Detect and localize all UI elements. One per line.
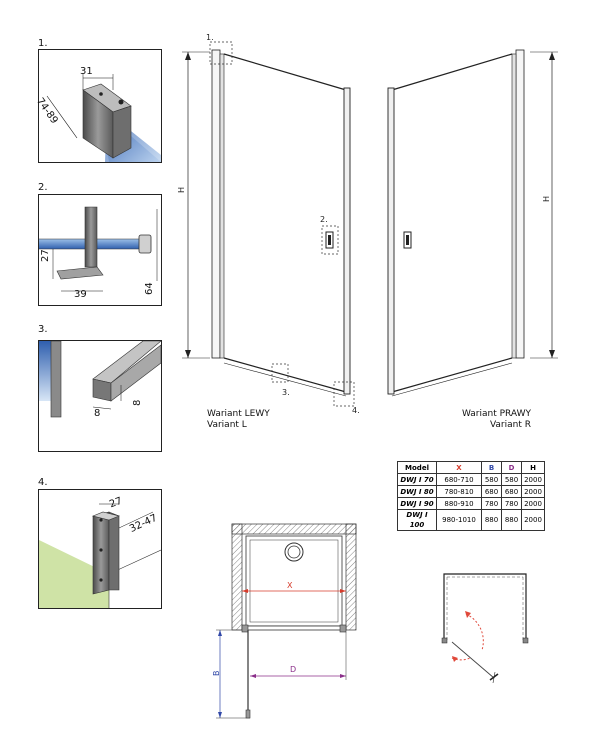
detail-3-number: 3. xyxy=(38,324,48,335)
table-header-row: Model X B D H xyxy=(397,461,545,474)
left-variant-en: Variant L xyxy=(207,420,247,430)
table-cell-b: 680 xyxy=(481,485,502,498)
table-row: DWJ I 80 780-810 680 680 2000 xyxy=(397,485,545,498)
left-variant-label: Wariant LEWY Variant L xyxy=(207,409,270,431)
left-door-callout-2: 2. xyxy=(320,215,328,224)
detail-2-number: 2. xyxy=(38,182,48,193)
detail-2-dim-total: 64 xyxy=(144,282,155,295)
table-cell-model: DWJ I 70 xyxy=(397,473,437,486)
plan-d-label: D xyxy=(290,665,297,674)
table-cell-x: 680-710 xyxy=(436,473,482,486)
detail-1-dim-width: 31 xyxy=(80,66,93,77)
detail-1-number: 1. xyxy=(38,38,48,49)
plan-view xyxy=(216,523,357,719)
table-cell-d: 880 xyxy=(501,509,522,531)
table-cell-d: 780 xyxy=(501,497,522,510)
detail-4-panel xyxy=(38,489,162,609)
right-variant-en: Variant R xyxy=(489,420,531,430)
detail-3-drawing xyxy=(39,341,161,418)
detail-3-dim-height: 8 xyxy=(132,399,143,406)
table-cell-b: 880 xyxy=(481,509,502,531)
door-swing-diagram xyxy=(441,573,529,684)
model-spec-table: Model X B D H DWJ I 70 680-710 580 580 2… xyxy=(397,461,545,531)
table-header-model: Model xyxy=(397,461,437,474)
table-header-d: D xyxy=(501,461,522,474)
plan-b-label: B xyxy=(212,670,221,677)
left-door-elevation xyxy=(182,41,355,407)
right-variant-pl: Wariant PRAWY xyxy=(461,409,531,419)
table-cell-d: 680 xyxy=(501,485,522,498)
table-cell-d: 580 xyxy=(501,473,522,486)
right-variant-label: Wariant PRAWY Variant R xyxy=(459,409,531,431)
detail-3-dim-width: 8 xyxy=(94,408,101,419)
detail-2-drawing xyxy=(39,206,158,292)
table-cell-x: 980-1010 xyxy=(436,509,482,531)
detail-1-drawing xyxy=(46,74,161,162)
table-row: DWJ I 70 680-710 580 580 2000 xyxy=(397,473,545,486)
left-door-callout-4: 4. xyxy=(352,406,360,415)
detail-1-panel xyxy=(38,49,162,163)
detail-4-drawing xyxy=(39,503,161,608)
left-door-callout-1: 1. xyxy=(206,33,214,42)
left-door-height-label: H xyxy=(177,186,186,193)
left-variant-pl: Wariant LEWY xyxy=(207,409,270,419)
detail-2-panel xyxy=(38,194,162,306)
right-door-elevation xyxy=(387,49,558,397)
table-cell-h: 2000 xyxy=(521,509,545,531)
table-cell-h: 2000 xyxy=(521,485,545,498)
table-header-x: X xyxy=(436,461,482,474)
left-door-callout-3: 3. xyxy=(282,388,290,397)
table-cell-b: 780 xyxy=(481,497,502,510)
table-cell-h: 2000 xyxy=(521,497,545,510)
table-cell-h: 2000 xyxy=(521,473,545,486)
table-header-b: B xyxy=(481,461,502,474)
table-cell-x: 780-810 xyxy=(436,485,482,498)
table-row: DWJ I 100 980-1010 880 880 2000 xyxy=(397,509,545,531)
table-row: DWJ I 90 880-910 780 780 2000 xyxy=(397,497,545,510)
table-cell-model: DWJ I 90 xyxy=(397,497,437,510)
table-cell-model: DWJ I 80 xyxy=(397,485,437,498)
detail-2-dim-width: 39 xyxy=(74,289,87,300)
detail-2-dim-height: 27 xyxy=(40,249,51,262)
detail-4-number: 4. xyxy=(38,477,48,488)
detail-3-panel xyxy=(38,340,162,452)
table-cell-x: 880-910 xyxy=(436,497,482,510)
right-door-height-label: H xyxy=(542,195,551,202)
table-cell-model: DWJ I 100 xyxy=(397,509,437,531)
plan-x-label: X xyxy=(287,581,293,590)
table-header-h: H xyxy=(521,461,545,474)
table-cell-b: 580 xyxy=(481,473,502,486)
